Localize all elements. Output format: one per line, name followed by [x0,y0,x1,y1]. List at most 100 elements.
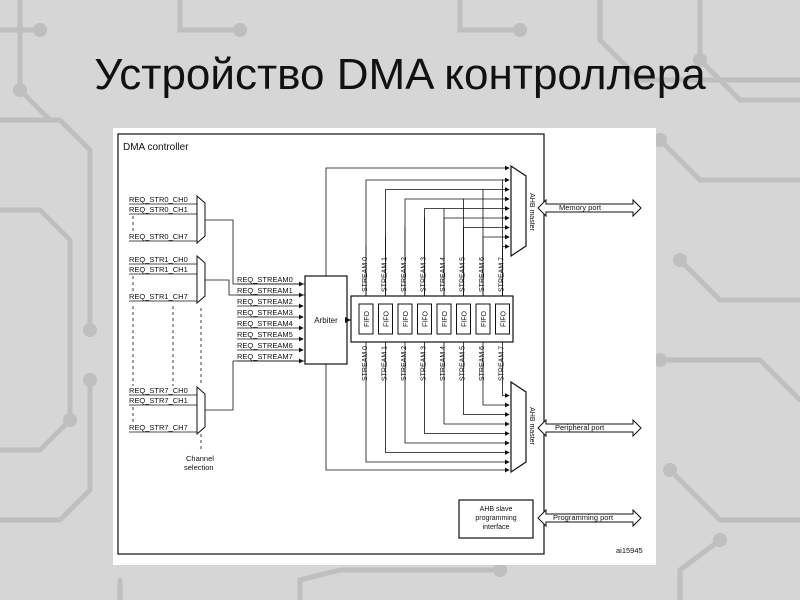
req-stream-label: REQ_STREAM7 [237,352,293,361]
fifo-cell [378,303,393,335]
req-label: REQ_STR0_CH1 [129,205,188,214]
req-label: REQ_STR1_CH0 [129,255,188,264]
arbiter-connector [325,165,510,276]
stream-connector [385,187,510,296]
memory-port-arrow [537,198,642,218]
stream-connector [482,342,510,408]
dma-controller-frame [117,133,545,555]
req-stream-label: REQ_STREAM3 [237,308,293,317]
stream-label: STREAM 7 [499,346,506,381]
arbiter-block [304,275,348,365]
stream-connector [424,206,510,296]
channel-selection-label: selection [184,463,214,472]
ahb-master-peripheral [510,380,527,474]
arbiter-connector [325,364,510,473]
stream-label: STREAM 0 [362,257,369,292]
req-stream-label: REQ_STREAM5 [237,330,293,339]
ahb-slave-label: AHB slave [480,506,513,513]
ahb-master-label: AHB master [528,407,535,445]
stream-label: STREAM 4 [440,346,447,381]
req-label: REQ_STR7_CH0 [129,386,188,395]
stream-connector [502,342,510,398]
req-label: REQ_STR0_CH7 [129,232,188,241]
stream-label: STREAM 3 [421,257,428,292]
dma-block-diagram: DMA controller REQ_STR0_CH0 REQ_STR0_CH1… [117,133,643,555]
fifo-cell [417,303,432,335]
fifo-label: FIFO [403,310,410,326]
peripheral-port-arrow [537,418,642,438]
stream-label: STREAM 5 [460,346,467,381]
req-stream-label: REQ_STREAM4 [237,319,293,328]
dma-diagram: DMA controller REQ_STR0_CH0 REQ_STR0_CH1… [113,128,656,565]
stream-label: STREAM 4 [440,257,447,292]
stream-connector [385,342,510,455]
stream-connector [365,177,510,296]
channel-mux [196,254,206,305]
req-label: REQ_STR7_CH7 [129,423,188,432]
stream-connector [482,234,510,296]
channel-selection-label: Channel [186,454,214,463]
fifo-label: FIFO [384,310,391,326]
req-label: REQ_STR0_CH0 [129,195,188,204]
stream-label: STREAM 0 [362,346,369,381]
programming-port-label: Programming port [553,513,614,522]
arbiter-label: Arbiter [314,316,338,325]
req-stream-lines: REQ_STREAM0REQ_STREAM1REQ_STREAM2REQ_STR… [237,275,304,364]
ahb-master-label: AHB master [528,193,535,231]
stream-connector [404,196,510,296]
ahb-slave-label: programming [475,515,516,522]
fifo-cell [475,303,491,335]
programming-port-arrow [537,508,642,528]
fifo-label: FIFO [462,310,469,326]
stream-label: STREAM 2 [401,346,408,381]
stream-label: STREAM 6 [479,346,486,381]
req-label: REQ_STR1_CH1 [129,265,188,274]
req-stream-label: REQ_STREAM1 [237,286,293,295]
req-stream-label: REQ_STREAM0 [237,275,293,284]
stream-connector [463,225,510,296]
stream-label: STREAM 7 [499,257,506,292]
dma-controller-title: DMA controller [123,142,189,153]
req-label: REQ_STR1_CH7 [129,292,188,301]
fifo-label: FIFO [481,310,488,326]
channel-mux [196,194,206,245]
stream-labels-bottom: STREAM 0 STREAM 1 STREAM 2 STREAM 3 STREAM 4… [362,346,506,381]
stream-connector [463,342,510,417]
memory-port-label: Memory port [559,203,602,212]
channel-mux [196,385,206,436]
stream-label: STREAM 3 [421,346,428,381]
stream-connections [325,165,510,473]
fifo-label: FIFO [501,310,508,326]
stream-label: STREAM 1 [382,346,389,381]
stream-connector [424,342,510,436]
stream-connector [404,342,510,446]
ahb-master-memory [510,164,527,258]
slide-title: Устройство DMA контроллера [94,50,706,99]
stream-connector [502,244,510,296]
fifo-label: FIFO [442,310,449,326]
fifo-label: FIFO [364,310,371,326]
stream-label: STREAM 5 [460,257,467,292]
ahb-slave-label: interface [483,524,510,531]
stream-connector [365,342,510,465]
fifo-cells: FIFO FIFO FIFO FIFO FIFO FIFO FIFO FIFO [358,303,510,335]
req-stream-label: REQ_STREAM6 [237,341,293,350]
stream-label: STREAM 1 [382,257,389,292]
fifo-cell [397,303,413,335]
fifo-cell [495,303,510,335]
fifo-cell [358,303,374,335]
stream-labels-top: STREAM 0 STREAM 1 STREAM 2 STREAM 3 STREAM 4… [362,257,506,292]
stream-label: STREAM 6 [479,257,486,292]
stream-label: STREAM 2 [401,257,408,292]
ahb-slave-block [458,499,534,539]
stream-connector [443,342,510,427]
req-stream-label: REQ_STREAM2 [237,297,293,306]
request-groups: REQ_STR0_CH0 REQ_STR0_CH1 REQ_STR0_CH7 R… [129,194,214,472]
fifo-cell [456,303,471,335]
figure-id: ai15945 [616,546,643,555]
peripheral-port-label: Peripheral port [555,423,605,432]
req-label: REQ_STR7_CH1 [129,396,188,405]
fifo-label: FIFO [423,310,430,326]
stream-connector [443,215,510,296]
